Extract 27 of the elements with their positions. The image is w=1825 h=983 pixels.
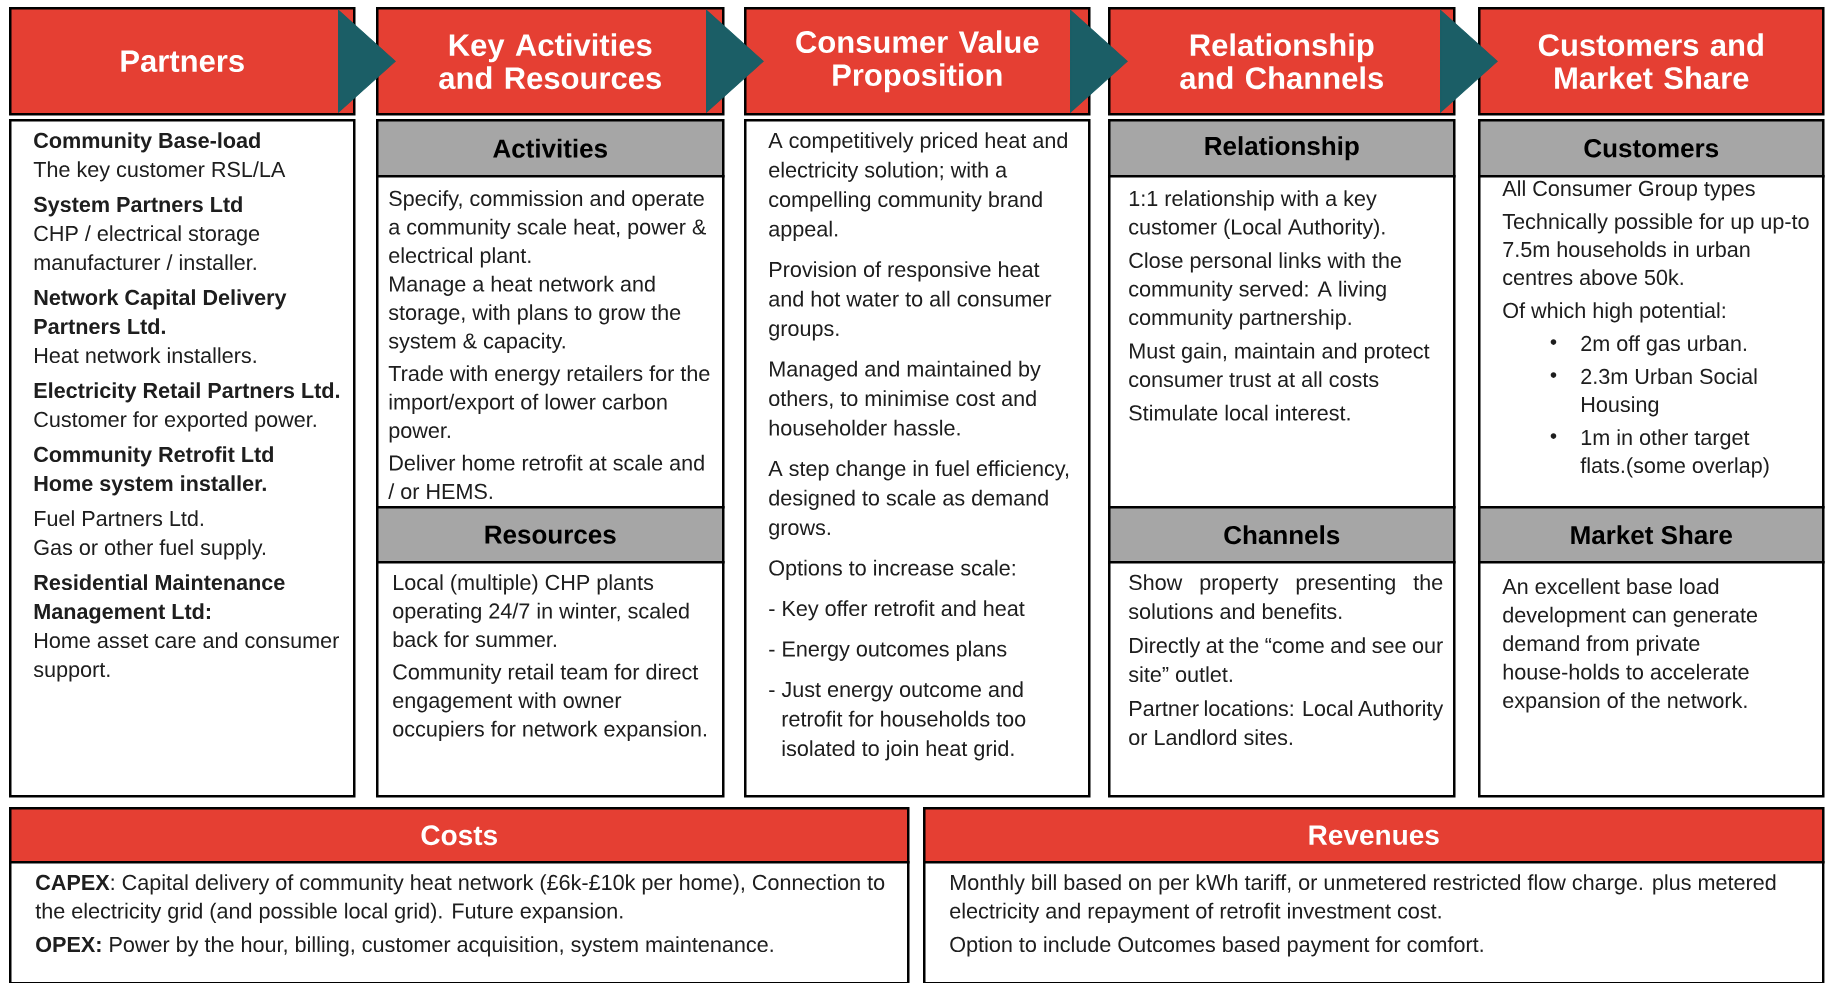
text-box: All Consumer Group types Technically possible for up up-to 7.5m households in urban centres above 50k. Of which high potential: 2m off gas urban. 2.3m Urban Social Housing 1m in other target flats.(some overlap) bbox=[1478, 175, 1825, 509]
chevron-arrow bbox=[1439, 9, 1498, 113]
text-box: CAPEX: Capital delivery of community heat network (£6k-£10k per home), Connection to the electricity grid (and possible local grid). Future expansion. OPEX: Power by the hour, billing, customer acquisition, system maintenance. bbox=[9, 861, 910, 983]
text-box: Local (multiple) CHP plants operating 24/7 in winter, scaled back for summer. Community retail team for direct engagement with owner occupiers for network expansion. bbox=[376, 561, 725, 798]
text-box: Monthly bill based on per kWh tariff, or unmetered restricted flow charge. plus metered electricity and repayment of retrofit investment cost. Option to include Outcomes based payment for comfort. bbox=[923, 861, 1825, 983]
header-bar: Customers and Market Share bbox=[1478, 7, 1825, 116]
text-box: Community Base-load The key customer RSL/LA System Partners Ltd CHP / electrical storage manufacturer / installer. Network Capital Delivery Partners Ltd. Heat network installers. Electricity Retail Partners Ltd. Customer for exported power. Community Retrofit Ltd Home system installer. Fuel Partners Ltd. Gas or other fuel supply. Residential Maintenance Management Ltd: Home asset care and consumer support. bbox=[9, 119, 356, 798]
subheader-bar: Market Share bbox=[1478, 506, 1825, 564]
text-box: Specify, commission and operate a community scale heat, power & electrical plant. Manage a heat network and storage, with plans to grow the system & capacity. Trade with energy retailers for the import/export of lower carbon power. Deliver home retrofit at scale and / or HEMS. bbox=[376, 175, 725, 509]
text-box: Show property presenting the solutions and benefits. Directly at the “come and see our site” outlet. Partner locations: Local Authority or Landlord sites. bbox=[1108, 561, 1456, 798]
subheader-bar: Resources bbox=[376, 506, 725, 564]
subheader-bar: Relationship bbox=[1108, 119, 1456, 178]
subheader-bar: Customers bbox=[1478, 119, 1825, 178]
chevron-arrow bbox=[337, 9, 396, 113]
header-bar: Key Activities and Resources bbox=[376, 7, 725, 116]
header-bar: Partners bbox=[9, 7, 356, 116]
header-bar: Consumer Value Proposition bbox=[744, 7, 1091, 116]
text-box: A competitively priced heat and electricity solution; with a compelling community brand appeal. Provision of responsive heat and hot water to all consumer groups. Managed and maintained by others, to minimise cost and householder hassle. A step change in fuel efficiency, designed to scale as demand grows. Options to increase scale: - Key offer retrofit and heat - Energy outcomes plans - Just energy outcome and retrofit for households too isolated to join heat grid. bbox=[744, 119, 1091, 798]
header-bar: Costs bbox=[9, 807, 910, 864]
chevron-arrow bbox=[705, 9, 764, 113]
chevron-arrow bbox=[1069, 9, 1128, 113]
text-box: 1:1 relationship with a key customer (Local Authority). Close personal links with the community served: A living community partnership. Must gain, maintain and protect consumer trust at all costs Stimulate local interest. bbox=[1108, 175, 1456, 509]
subheader-bar: Activities bbox=[376, 119, 725, 178]
header-bar: Revenues bbox=[923, 807, 1825, 864]
subheader-bar: Channels bbox=[1108, 506, 1456, 564]
header-bar: Relationship and Channels bbox=[1108, 7, 1456, 116]
text-box: An excellent base load development can generate demand from private house-holds to accelerate expansion of the network. bbox=[1478, 561, 1825, 798]
